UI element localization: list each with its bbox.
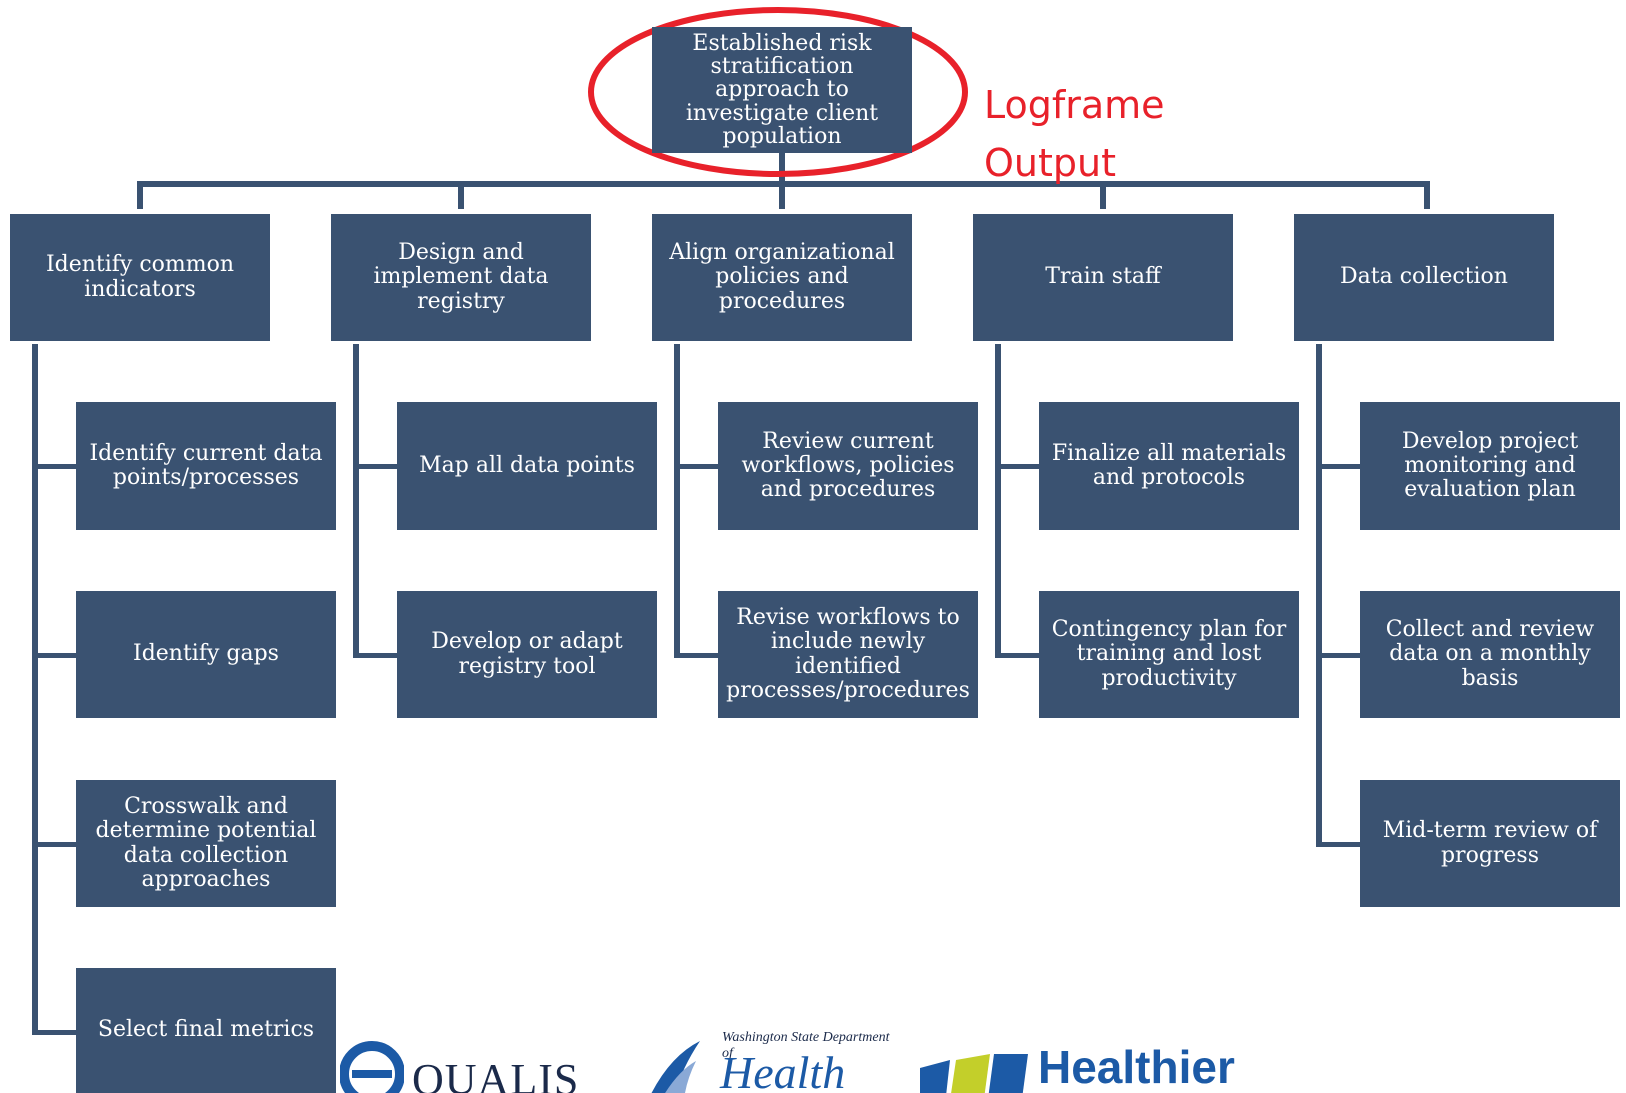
qualis-mark-icon [340, 1041, 404, 1093]
drop-1 [137, 181, 143, 209]
branch-train-staff: Train staff [973, 214, 1233, 341]
task-develop-monitoring-plan: Develop project monitoring and evaluatio… [1360, 402, 1620, 530]
branch-align-policies: Align organizational policies and proced… [652, 214, 912, 341]
root-box: Established risk stratification approach… [652, 27, 912, 153]
task-develop-registry-tool: Develop or adapt registry tool [397, 591, 657, 718]
qualis-logo: QUALIS [340, 1040, 580, 1093]
branch-design-data-registry: Design and implement data registry [331, 214, 591, 341]
root-connector [779, 153, 785, 187]
task-identify-current-data: Identify current data points/processes [76, 402, 336, 530]
wsdoh-health-text: Health [720, 1047, 846, 1093]
stub [995, 653, 1039, 658]
wsdoh-small-text: Washington State Department of [722, 1030, 890, 1061]
stub [353, 653, 397, 658]
healthier-mark-icon [920, 1054, 1028, 1093]
annotation-logframe: Logframe [984, 83, 1165, 127]
task-finalize-materials: Finalize all materials and protocols [1039, 402, 1299, 530]
task-crosswalk: Crosswalk and determine potential data c… [76, 780, 336, 907]
task-map-data-points: Map all data points [397, 402, 657, 530]
highlight-ellipse [588, 7, 968, 177]
stub [674, 653, 718, 658]
wsdoh-logo: Washington State Department of Health [640, 1026, 900, 1093]
stub [1316, 653, 1360, 658]
task-identify-gaps: Identify gaps [76, 591, 336, 718]
healthier-wordmark: Healthier [1038, 1041, 1235, 1093]
stub [995, 464, 1039, 469]
task-mid-term-review: Mid-term review of progress [1360, 780, 1620, 907]
spine-4 [995, 344, 1001, 656]
task-collect-review-data: Collect and review data on a monthly bas… [1360, 591, 1620, 718]
stub [32, 1030, 76, 1035]
stub [32, 842, 76, 847]
task-review-workflows: Review current workflows, policies and p… [718, 402, 978, 530]
stub [353, 464, 397, 469]
qualis-wordmark: QUALIS [412, 1055, 580, 1093]
task-select-final-metrics: Select final metrics [76, 968, 336, 1093]
annotation-output: Output [984, 141, 1116, 185]
drop-2 [458, 181, 464, 209]
stub [32, 653, 76, 658]
stub [32, 464, 76, 469]
spine-5 [1316, 344, 1322, 844]
task-contingency-plan: Contingency plan for training and lost p… [1039, 591, 1299, 718]
branch-identify-common-indicators: Identify common indicators [10, 214, 270, 341]
branch-data-collection: Data collection [1294, 214, 1554, 341]
spine-1 [32, 344, 38, 1034]
drop-3 [779, 181, 785, 209]
task-revise-workflows: Revise workflows to include newly identi… [718, 591, 978, 718]
stub [1316, 842, 1360, 847]
drop-4 [1100, 181, 1106, 209]
drop-5 [1424, 181, 1430, 209]
stub [1316, 464, 1360, 469]
healthier-logo: Healthier [920, 1040, 1280, 1093]
wsdoh-mark-icon [651, 1041, 700, 1093]
spine-3 [674, 344, 680, 656]
stub [674, 464, 718, 469]
spine-2 [353, 344, 359, 656]
